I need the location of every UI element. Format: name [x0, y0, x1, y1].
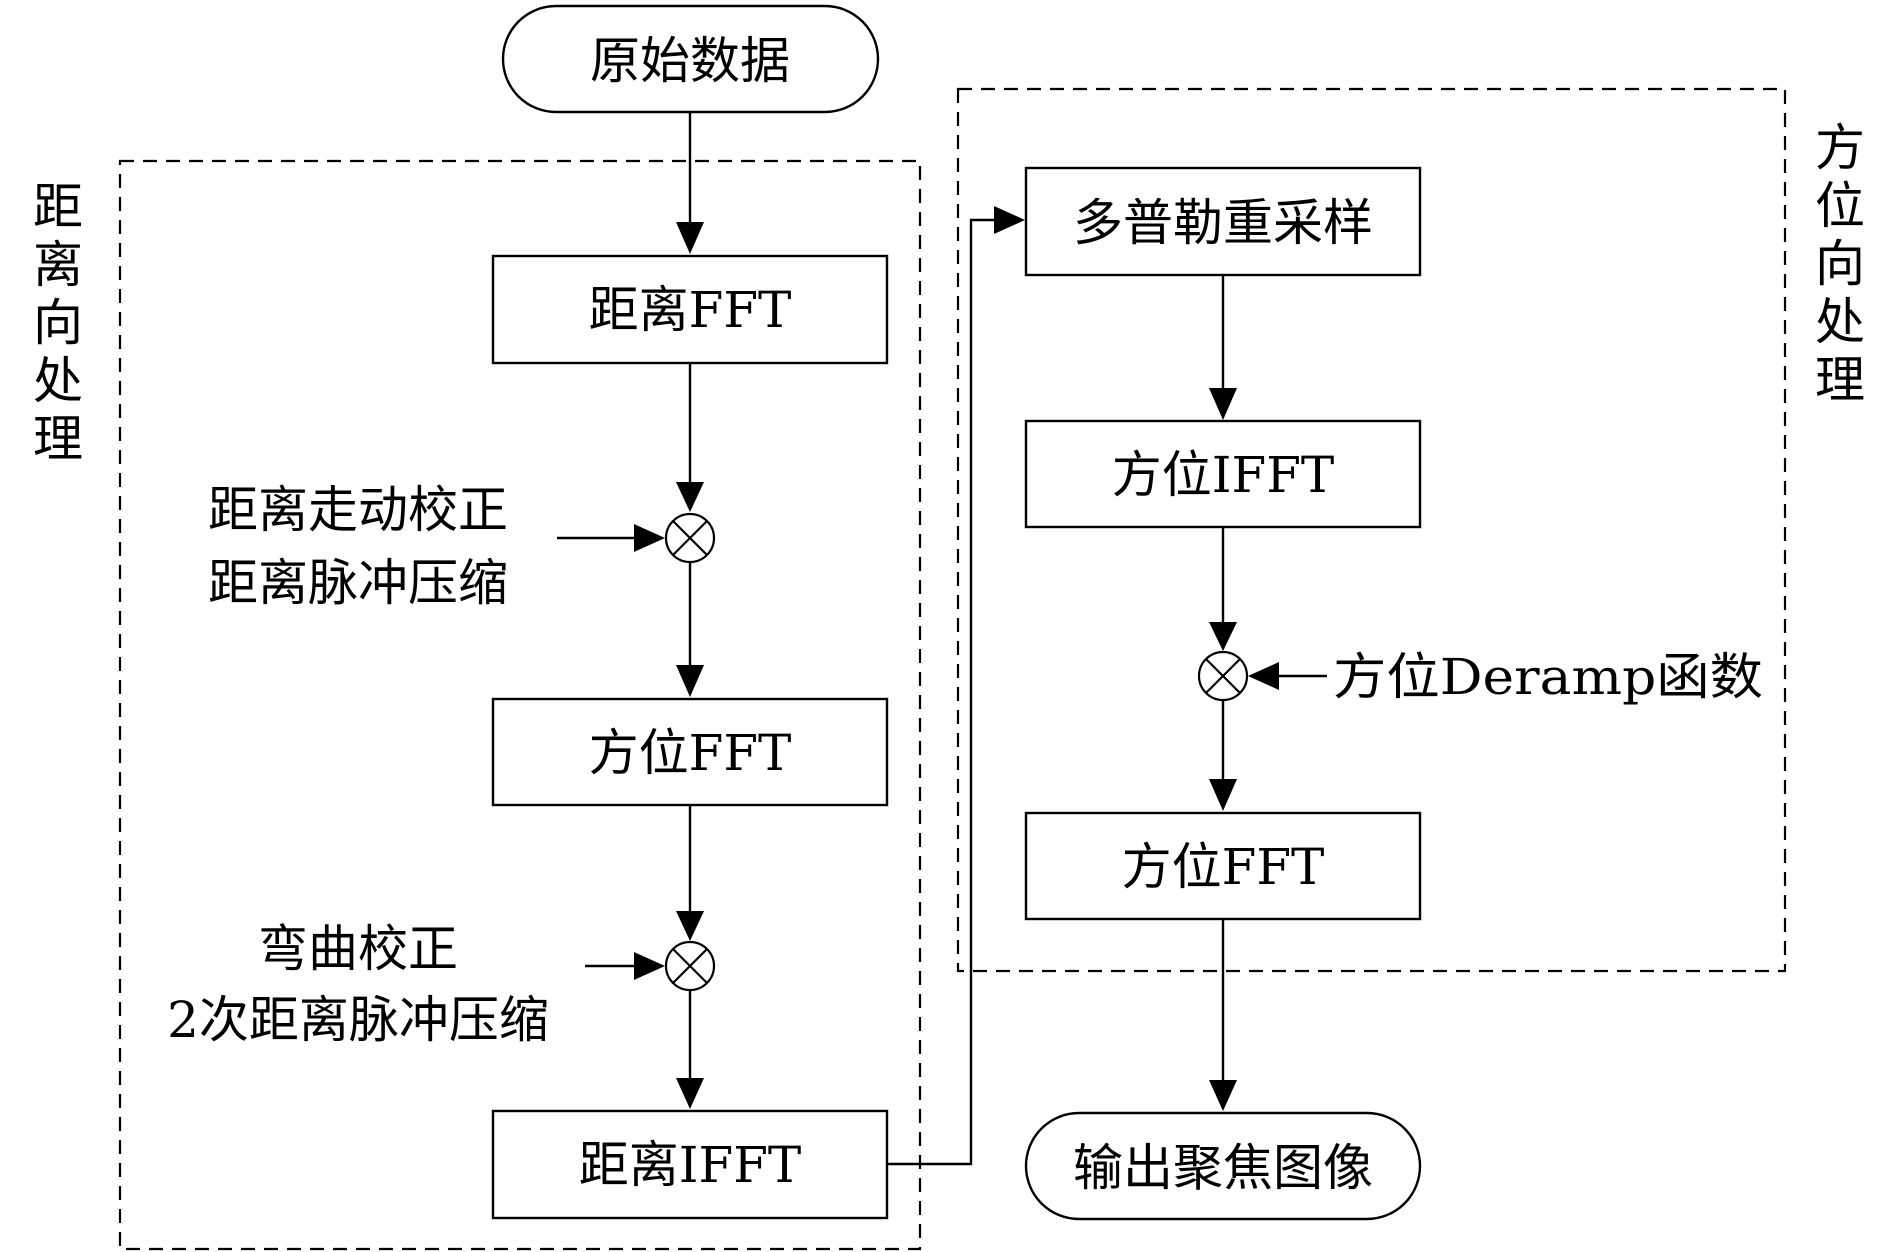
arrowhead: [676, 911, 704, 941]
arrowhead: [676, 222, 704, 254]
output-terminal: [1024, 1111, 1422, 1221]
arrowhead: [1209, 388, 1237, 420]
range-ifft-label: 距离IFFT: [579, 1136, 802, 1194]
mixer1-input-line2: 距离脉冲压缩: [208, 554, 508, 612]
start-terminal-label: 原始数据: [590, 32, 790, 90]
output-terminal-label: 输出聚焦图像: [1073, 1139, 1373, 1197]
azimuth-processing-char: 方: [1815, 119, 1865, 177]
mixer2-input-line1: 弯曲校正: [258, 920, 458, 978]
arrowhead: [1209, 1080, 1237, 1111]
range-processing-char: 理: [33, 410, 83, 468]
arrowhead: [634, 952, 665, 980]
arrowhead: [676, 665, 704, 697]
multiplier-cross: [672, 520, 708, 556]
azimuth-processing-group: [956, 87, 1787, 973]
doppler-resample-box: [1024, 166, 1422, 277]
arrowhead: [1248, 662, 1279, 690]
mixer1-input-line1: 距离走动校正: [208, 481, 508, 539]
range-ifft-box: [491, 1109, 889, 1220]
range-fft-label: 距离FFT: [589, 281, 792, 339]
mixer3-input-label: 方位Deramp函数: [1333, 648, 1763, 706]
azimuth-fft-2-label: 方位FFT: [1122, 838, 1325, 896]
azimuth-processing-char: 处: [1815, 293, 1865, 351]
range-processing-group: [118, 159, 922, 1251]
azimuth-fft-1-label: 方位FFT: [589, 724, 792, 782]
arrowhead: [634, 524, 665, 552]
range-processing-char: 处: [33, 352, 83, 410]
arrowhead: [1209, 622, 1237, 651]
azimuth-processing-char: 位: [1815, 177, 1865, 235]
range-processing-char: 离: [33, 236, 83, 294]
range-processing-char: 距: [33, 178, 83, 236]
multiplier-cross: [672, 948, 708, 984]
azimuth-processing-char: 向: [1815, 235, 1865, 293]
arrowhead: [676, 1078, 704, 1109]
range-fft-box: [491, 254, 889, 365]
arrowhead: [1209, 779, 1237, 811]
range-processing-char: 向: [33, 294, 83, 352]
range-processing-label: 距 离 向 处 理: [33, 178, 83, 468]
azimuth-processing-label: 方 位 向 处 理: [1815, 119, 1865, 409]
azimuth-fft-box-2: [1024, 811, 1422, 921]
connector-range-ifft-doppler: [887, 218, 994, 1166]
mixer2-input-line2: 2次距离脉冲压缩: [167, 991, 549, 1049]
multiplier-cross: [1205, 658, 1241, 694]
arrowhead: [994, 206, 1025, 234]
doppler-resample-label: 多普勒重采样: [1073, 194, 1373, 252]
arrowhead: [676, 482, 704, 512]
azimuth-ifft-label: 方位IFFT: [1112, 446, 1335, 504]
azimuth-processing-char: 理: [1815, 351, 1865, 409]
